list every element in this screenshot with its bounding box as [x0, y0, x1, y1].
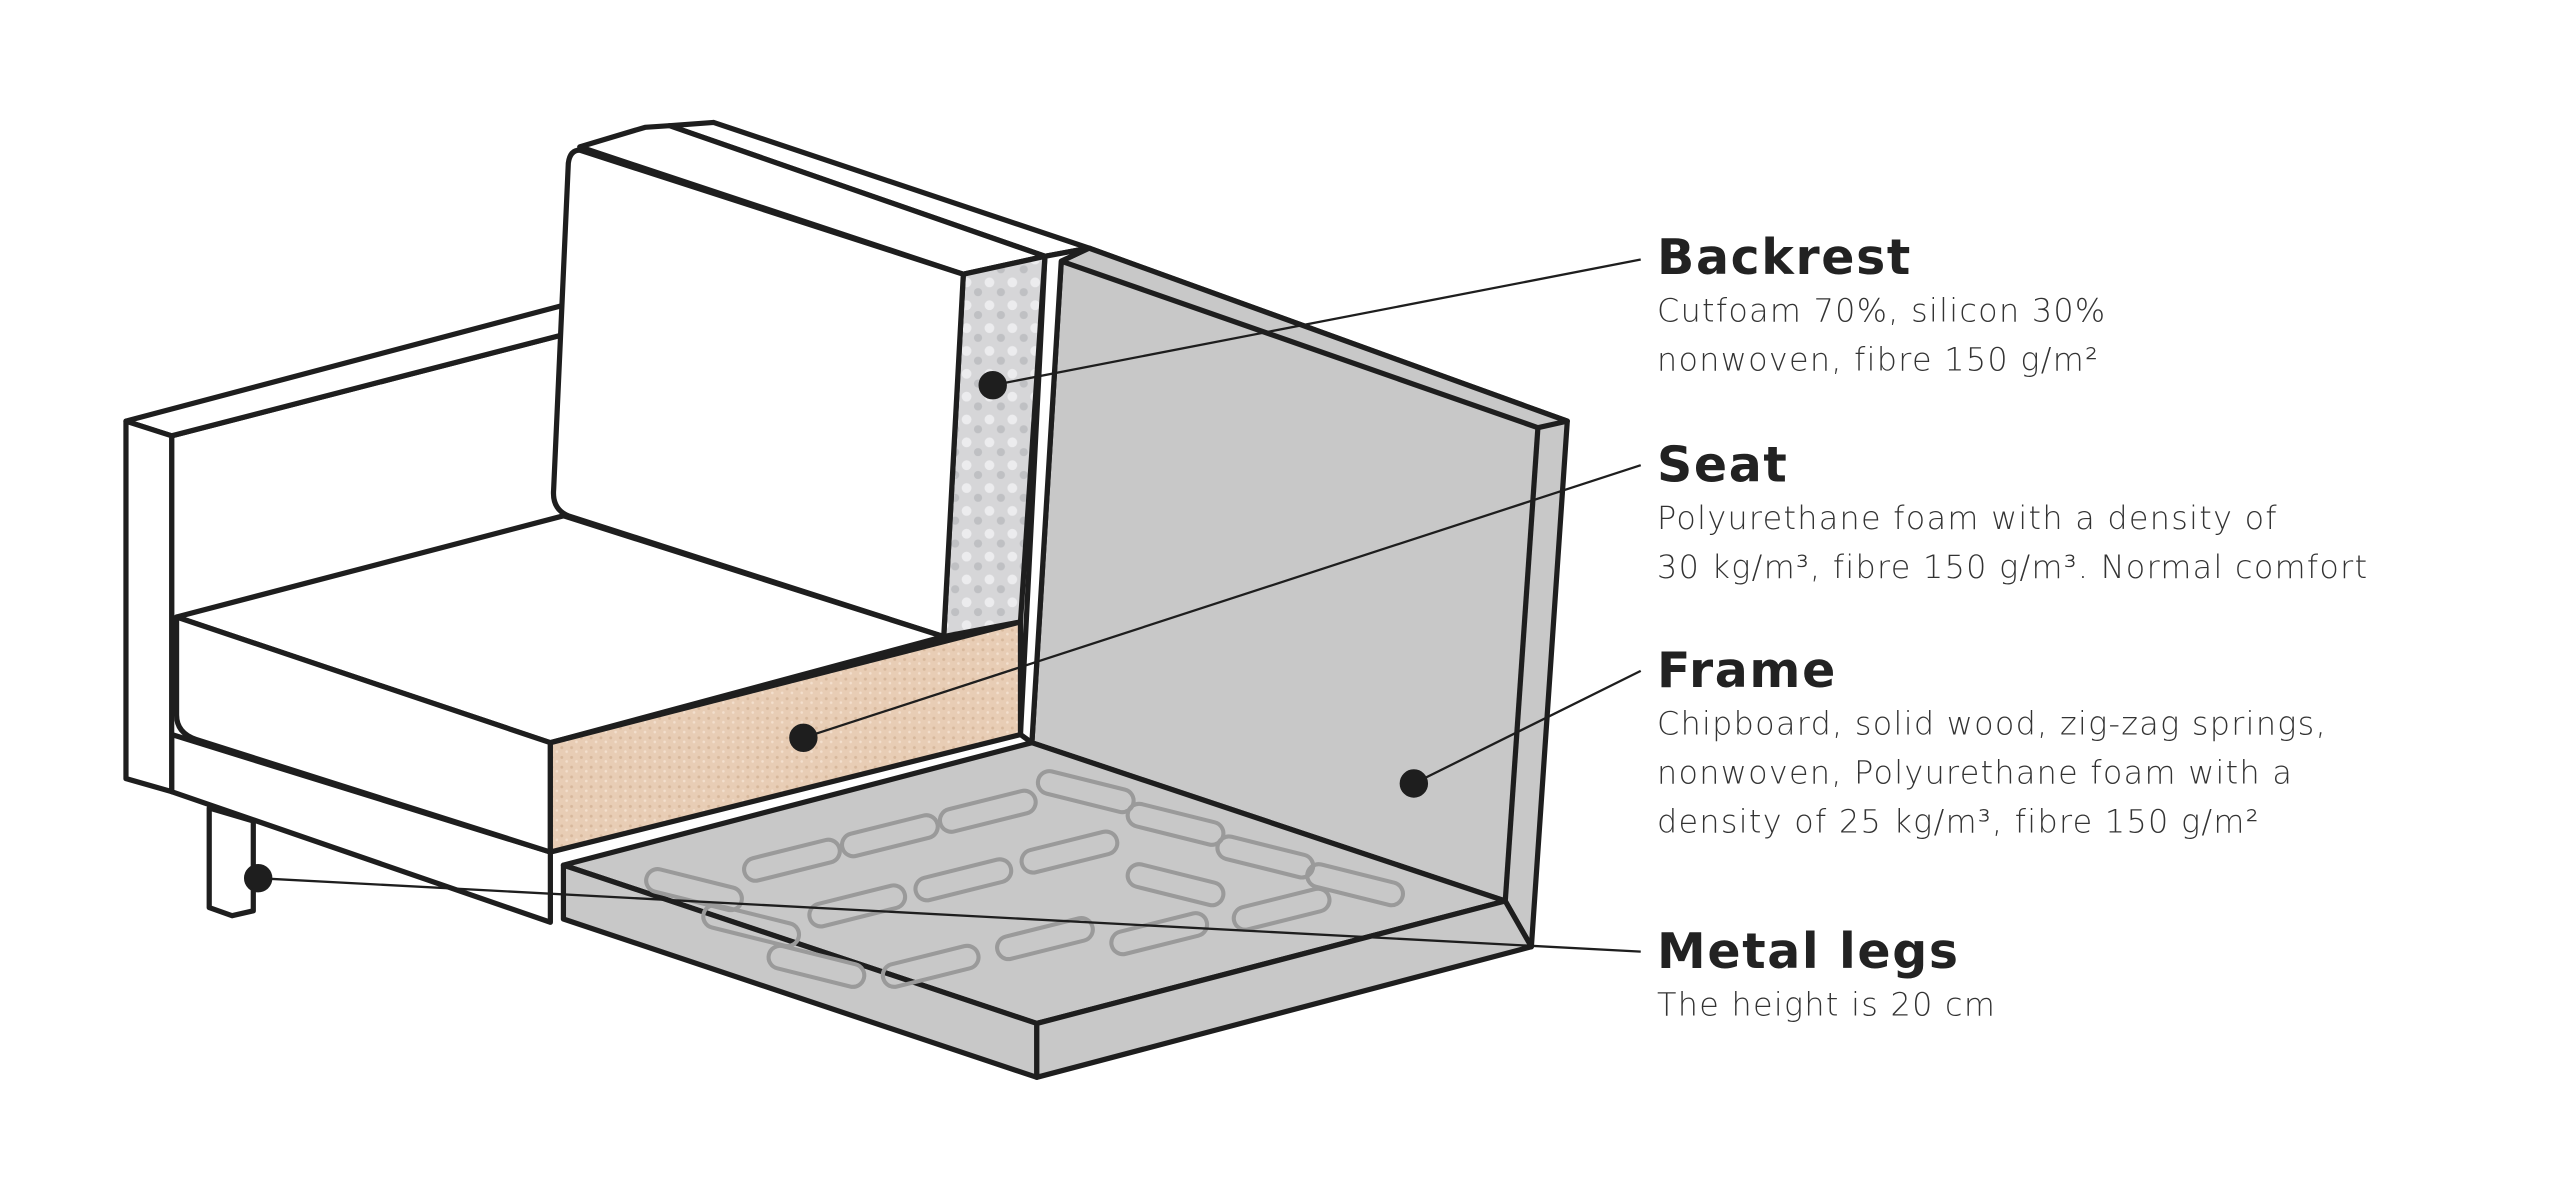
- label-line: Polyurethane foam with a density of: [1657, 499, 2278, 537]
- callout-lines: [243, 258, 1642, 953]
- label-line: The height is 20 cm: [1657, 985, 1996, 1023]
- seat-foam: [547, 619, 1024, 855]
- label-seat: Seat Polyurethane foam with a density of…: [1657, 437, 2368, 586]
- label-line: nonwoven, fibre 150 g/m²: [1657, 341, 2099, 379]
- seat-marker: [789, 723, 818, 752]
- label-frame: Frame Chipboard, solid wood, zig-zag spr…: [1657, 642, 2327, 840]
- legs-marker: [243, 863, 273, 893]
- label-title: Frame: [1657, 642, 1837, 699]
- label-title: Seat: [1657, 437, 1788, 494]
- sofa-illustration: [123, 119, 1570, 1080]
- label-line: Chipboard, solid wood, zig-zag springs,: [1657, 705, 2327, 743]
- label-line: density of 25 kg/m³, fibre 150 g/m²: [1657, 802, 2260, 840]
- label-title: Metal legs: [1657, 923, 1960, 980]
- label-metal-legs: Metal legs The height is 20 cm: [1657, 923, 1996, 1023]
- label-backrest: Backrest Cutfoam 70%, silicon 30% nonwov…: [1657, 229, 2106, 379]
- label-line: 30 kg/m³, fibre 150 g/m³. Normal comfort: [1657, 548, 2368, 586]
- backrest-marker: [978, 371, 1007, 400]
- label-title: Backrest: [1657, 229, 1912, 286]
- label-line: nonwoven, Polyurethane foam with a: [1657, 754, 2293, 792]
- metal-leg: [206, 805, 256, 919]
- frame-marker: [1399, 769, 1429, 798]
- zigzag-springs: [644, 769, 1405, 989]
- label-line: Cutfoam 70%, silicon 30%: [1657, 292, 2106, 330]
